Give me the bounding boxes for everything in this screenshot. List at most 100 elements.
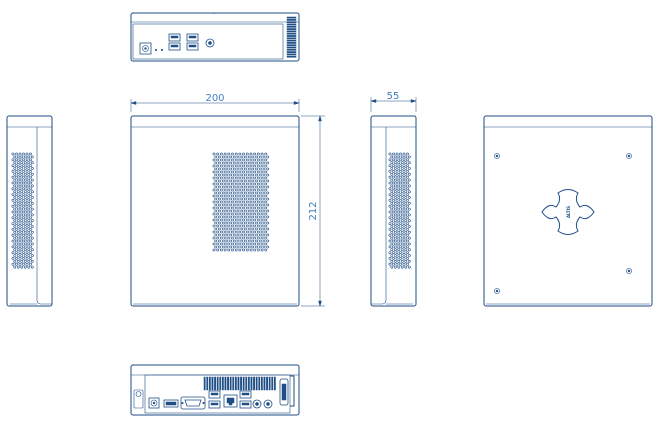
vent-hole <box>218 233 221 237</box>
vent-hole <box>225 155 229 159</box>
vent-hole <box>407 259 411 263</box>
vent-hole <box>262 191 266 195</box>
vent-hole <box>18 204 22 208</box>
vent-hole <box>29 193 32 197</box>
vent-hole <box>234 206 238 210</box>
vent-hole <box>251 191 255 195</box>
vent-hole <box>20 201 24 205</box>
vent-hole <box>266 185 270 189</box>
vent-hole <box>388 245 392 249</box>
vent-hole <box>253 212 257 216</box>
vent-hole <box>23 242 27 246</box>
fin <box>286 23 297 26</box>
vent-hole <box>404 219 408 223</box>
vent-hole <box>27 230 31 234</box>
vent-hole <box>25 169 29 173</box>
vent-hole <box>404 236 408 240</box>
width-dimension: 200 <box>130 93 300 112</box>
vent-hole <box>23 190 27 194</box>
vent-hole <box>253 218 257 222</box>
vent-hole <box>402 251 406 255</box>
vent-hole <box>225 161 229 165</box>
vent-hole <box>245 212 249 216</box>
vent-hole <box>218 215 221 219</box>
top-view-front-panel <box>130 12 300 62</box>
vent-hole <box>253 248 257 252</box>
vent-hole <box>229 203 233 207</box>
vent-hole <box>407 167 411 170</box>
vent-hole <box>393 196 397 199</box>
vent-hole <box>406 233 409 237</box>
vent-hole <box>227 230 231 234</box>
vent-hole <box>390 254 394 257</box>
vent-hole <box>25 227 29 231</box>
vent-hole <box>242 164 246 168</box>
vent-hole <box>249 176 253 180</box>
vent-hole <box>400 265 404 269</box>
vent-hole <box>234 236 238 240</box>
vent-hole <box>20 265 24 269</box>
vent-hole <box>266 191 270 195</box>
vent-hole <box>227 188 231 192</box>
vent-hole <box>397 172 401 176</box>
vent-hole <box>219 242 223 246</box>
kensington-lock-icon <box>135 391 142 397</box>
vga-port-icon <box>180 396 206 410</box>
fin <box>286 44 297 47</box>
vent-slot <box>208 376 211 391</box>
vent-hole <box>397 225 401 228</box>
vent-hole <box>404 254 408 257</box>
vent-hole <box>395 216 399 220</box>
vent-hole <box>13 190 17 194</box>
vent-hole <box>16 155 20 159</box>
vent-hole <box>388 210 392 214</box>
vent-hole <box>393 236 397 240</box>
vent-hole <box>243 161 247 165</box>
vent-hole <box>219 200 223 204</box>
vent-hole <box>388 251 392 255</box>
vent-hole <box>251 161 255 165</box>
vent-hole <box>25 175 29 179</box>
vent-hole <box>264 188 268 192</box>
vent-hole <box>406 222 409 226</box>
vent-hole <box>221 197 225 201</box>
vent-hole <box>231 224 234 228</box>
vent-hole <box>260 170 264 174</box>
vent-hole <box>25 181 29 185</box>
vent-hole <box>243 227 247 231</box>
fin <box>286 16 297 19</box>
vent-hole <box>256 164 260 168</box>
vent-hole <box>30 236 34 240</box>
vent-hole <box>232 221 236 225</box>
vent-hole <box>242 188 246 192</box>
vent-slot <box>268 376 271 391</box>
vent-hole <box>223 152 227 156</box>
vent-hole <box>393 161 397 165</box>
vent-hole <box>400 207 404 211</box>
vent-hole <box>262 239 266 243</box>
vent-hole <box>11 175 15 179</box>
vent-hole <box>30 259 34 263</box>
vent-hole <box>407 207 411 211</box>
vent-hole <box>29 210 32 214</box>
vent-hole <box>234 188 238 192</box>
vent-hole <box>225 215 229 219</box>
vent-hole <box>240 227 244 231</box>
vent-hole <box>27 207 31 211</box>
vent-hole <box>221 185 225 189</box>
vent-hole <box>253 224 257 228</box>
vent-hole <box>260 158 264 162</box>
vent-hole <box>258 179 262 183</box>
vent-hole <box>256 242 260 246</box>
vent-hole <box>15 164 18 168</box>
vent-hole <box>20 161 24 165</box>
vent-hole <box>238 236 242 240</box>
vent-hole <box>15 169 18 173</box>
vent-hole <box>253 152 257 156</box>
vent-hole <box>223 164 227 168</box>
vent-hole <box>393 254 397 257</box>
vent-hole <box>221 191 225 195</box>
vent-hole <box>260 248 264 252</box>
vent-hole <box>390 259 394 263</box>
vent-slot <box>211 376 214 391</box>
